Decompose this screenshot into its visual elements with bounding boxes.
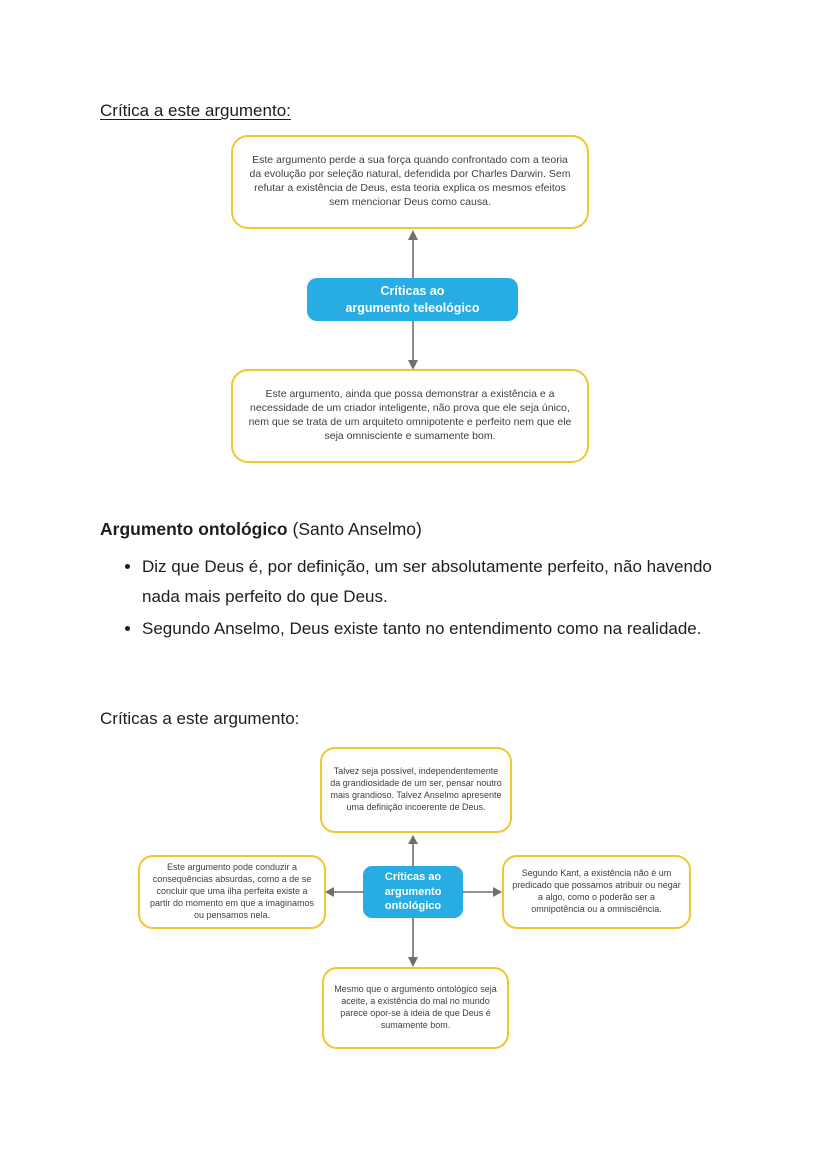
critique-teleological-heading: Crítica a este argumento:	[100, 101, 291, 120]
ontological-center-node-label: Críticas ao argumento ontológico	[384, 870, 442, 913]
ontological-top-criticism-text: Talvez seja possível, independentemente …	[330, 766, 502, 812]
arrow-right-icon	[462, 887, 502, 897]
teleological-bottom-criticism-text: Este argumento, ainda que possa demonstr…	[248, 388, 572, 442]
teleological-top-criticism-text: Este argumento perde a sua força quando …	[249, 154, 571, 208]
arrow-up-icon	[408, 230, 418, 281]
ontological-left-criticism-box: Este argumento pode conduzir a consequên…	[138, 855, 326, 929]
critique-ontological-heading: Críticas a este argumento:	[100, 709, 300, 728]
ontological-bottom-criticism-text: Mesmo que o argumento ontológico seja ac…	[334, 984, 497, 1030]
teleological-top-criticism-box: Este argumento perde a sua força quando …	[231, 135, 589, 229]
ontological-top-criticism-box: Talvez seja possível, independentemente …	[320, 747, 512, 833]
teleological-center-node-label: Críticas ao argumento teleológico	[345, 283, 480, 315]
list-item: Diz que Deus é, por definição, um ser ab…	[142, 552, 742, 612]
arrow-up-icon	[408, 835, 418, 867]
ontological-right-criticism-box: Segundo Kant, a existência não é um pred…	[502, 855, 691, 929]
ontological-bottom-criticism-box: Mesmo que o argumento ontológico seja ac…	[322, 967, 509, 1049]
ontological-left-criticism-text: Este argumento pode conduzir a consequên…	[149, 862, 315, 920]
ontological-argument-bullets: Diz que Deus é, por definição, um ser ab…	[122, 552, 742, 646]
ontological-right-criticism-text: Segundo Kant, a existência não é um pred…	[512, 868, 681, 914]
arrow-down-icon	[408, 918, 418, 967]
ontological-center-node: Críticas ao argumento ontológico	[363, 866, 463, 918]
ontological-argument-heading-title: Argumento ontológico	[100, 519, 288, 539]
teleological-center-node: Críticas ao argumento teleológico	[307, 278, 518, 321]
teleological-bottom-criticism-box: Este argumento, ainda que possa demonstr…	[231, 369, 589, 463]
ontological-argument-heading: Argumento ontológico (Santo Anselmo)	[100, 519, 422, 540]
list-item: Segundo Anselmo, Deus existe tanto no en…	[142, 614, 742, 644]
arrow-left-icon	[325, 887, 364, 897]
ontological-argument-heading-author: (Santo Anselmo)	[287, 519, 422, 539]
arrow-down-icon	[408, 321, 418, 370]
